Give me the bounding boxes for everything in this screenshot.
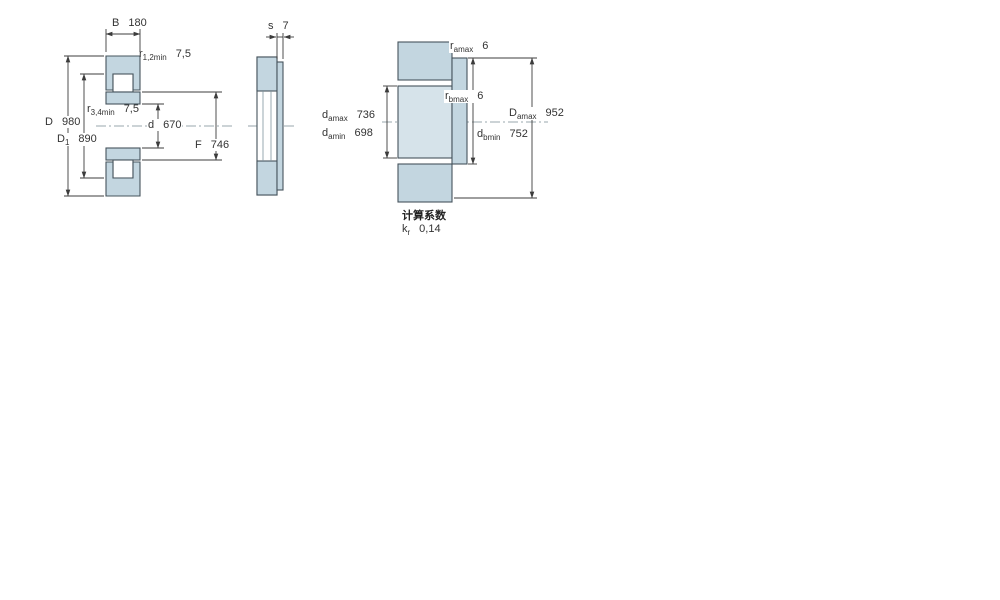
dim-value: 670 <box>163 119 182 131</box>
dim-value: 7 <box>282 20 289 32</box>
housing-shoulder-bottom <box>397 163 453 203</box>
roller-bottom <box>112 159 134 179</box>
dim-symbol: r <box>445 90 449 102</box>
inner-ring-top <box>105 91 141 105</box>
dim-symbol: d <box>322 109 329 121</box>
dim-value: 698 <box>354 127 373 139</box>
dim-label-Damax: Damax 952 <box>508 107 565 121</box>
dim-value: 6 <box>482 40 489 52</box>
housing-shoulder-top <box>397 41 453 81</box>
dim-symbol: r <box>450 40 454 52</box>
roller-top <box>112 73 134 93</box>
dim-label-damax: damax 736 <box>322 109 376 123</box>
factor-symbol: k <box>402 223 408 235</box>
dim-value: 980 <box>61 116 81 128</box>
dim-value: 7,5 <box>123 103 139 115</box>
ring-section-bottom <box>256 160 278 196</box>
dim-value: 952 <box>545 107 564 119</box>
dim-subscript: 1,2min <box>142 52 167 62</box>
dim-subscript: bmax <box>448 94 469 104</box>
dim-subscript: amin <box>328 131 346 141</box>
dim-symbol: d <box>477 128 484 140</box>
dim-subscript: 3,4min <box>90 107 115 117</box>
factor-value: 0,14 <box>419 223 441 235</box>
dim-label-D1: D1 890 <box>56 133 98 147</box>
dim-value: 746 <box>210 139 230 151</box>
dim-symbol: r <box>139 48 143 60</box>
dim-subscript: bmin <box>483 132 501 142</box>
dim-subscript: amax <box>453 44 474 54</box>
dim-label-F: F 746 <box>194 139 231 151</box>
inner-ring-bottom <box>105 147 141 161</box>
dim-symbol: r <box>87 103 91 115</box>
factor-kr: kr 0,14 <box>402 223 441 237</box>
ring-section-top <box>256 56 278 92</box>
dim-value: 736 <box>356 109 376 121</box>
calculation-factors-title: 计算系数 <box>402 210 446 222</box>
outer-ring-bottom <box>105 161 141 197</box>
dim-symbol: d <box>322 127 329 139</box>
dim-symbol: F <box>195 139 202 151</box>
dim-symbol: D <box>509 107 517 119</box>
dim-label-rbmax: rbmax 6 <box>444 90 485 104</box>
dim-value: 180 <box>128 17 147 29</box>
dim-subscript: amax <box>328 113 348 123</box>
dim-subscript: 1 <box>64 137 70 147</box>
dim-symbol: s <box>268 20 274 32</box>
dim-value: 7,5 <box>175 48 191 60</box>
dim-label-r34min: r3,4min 7,5 <box>87 103 139 117</box>
dim-label-damin: damin 698 <box>322 127 373 141</box>
dim-symbol: B <box>112 17 120 29</box>
dim-label-dbmin: dbmin 752 <box>476 128 529 142</box>
dim-value: 6 <box>477 90 484 102</box>
dim-label-B: B 180 <box>112 17 147 29</box>
dim-symbol: d <box>148 119 155 131</box>
abutment-collar <box>451 57 468 165</box>
snap-ring-plate <box>276 61 284 191</box>
dim-symbol: D <box>57 133 65 145</box>
dim-value: 890 <box>78 133 97 145</box>
figure-abutment <box>382 41 548 203</box>
dim-symbol: D <box>45 116 53 128</box>
dim-label-D: D 980 <box>44 116 82 128</box>
dim-value: 752 <box>509 128 528 140</box>
dim-label-r12min: r1,2min 7,5 <box>139 48 191 62</box>
dim-subscript: amax <box>516 111 537 121</box>
factor-subscript: r <box>407 227 411 237</box>
dim-label-ramax: ramax 6 <box>449 40 490 54</box>
figure-side-view <box>248 33 294 196</box>
dim-label-d: d 670 <box>147 119 183 131</box>
figure-cross-section <box>64 29 232 197</box>
